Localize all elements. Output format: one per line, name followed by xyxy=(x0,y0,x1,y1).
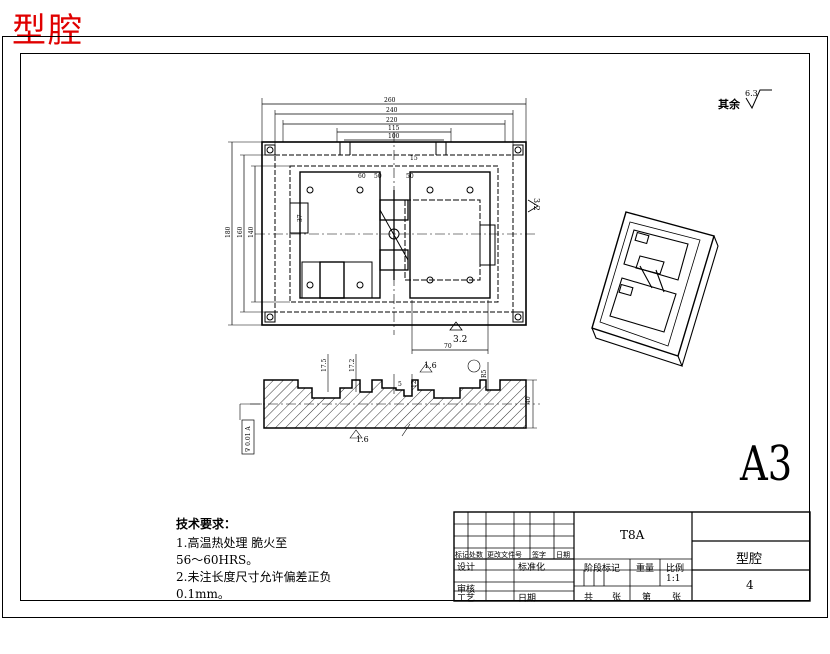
page-title: 型腔 xyxy=(12,11,84,51)
roughness-right: 3.2 xyxy=(532,198,541,211)
surface-note-value: 6.3 xyxy=(745,89,758,98)
tb-label-sheets2: 张 xyxy=(672,593,682,603)
dim-240: 240 xyxy=(386,107,398,114)
tech-requirement-line: 0.1mm。 xyxy=(176,587,230,601)
tb-label-count: 处数 xyxy=(469,551,483,559)
dim-260: 260 xyxy=(384,97,396,104)
material-label: T8A xyxy=(620,528,645,542)
tb-label-mark: 标记 xyxy=(455,551,469,559)
roughness-right-symbol xyxy=(527,199,539,213)
dim-inner-50: 50 xyxy=(374,173,382,180)
drawing-number: 4 xyxy=(746,578,754,592)
sec-dim-12: 12 xyxy=(411,380,418,388)
dim-inner-37: 37 xyxy=(297,214,304,222)
sheet-inner-border xyxy=(20,53,810,601)
tb-label-review: 审核 xyxy=(457,585,476,595)
section-view: 17.5 17.2 1.6 12 5 R5 40 1.6 ∇ 0.01 A xyxy=(239,354,540,455)
tb-label-change-doc: 更改文件号 xyxy=(487,551,522,559)
tb-label-sheet-no: 第 xyxy=(642,593,652,603)
tb-label-design: 设计 xyxy=(457,563,476,573)
section-dimension-texts: 17.5 17.2 1.6 12 5 R5 40 1.6 xyxy=(321,358,532,444)
dim-220: 220 xyxy=(386,117,398,124)
sec-dim-17-5: 17.5 xyxy=(321,358,328,372)
surface-roughness-symbol xyxy=(745,89,772,110)
dim-100: 100 xyxy=(388,133,400,140)
dim-inner-15: 15 xyxy=(410,155,418,162)
tb-label-ratio: 比例 xyxy=(666,564,685,574)
roughness-bottom-symbol xyxy=(449,321,463,331)
part-name: 型腔 xyxy=(736,552,763,567)
sec-dim-17-2: 17.2 xyxy=(349,358,356,372)
dim-inner-50b: 50 xyxy=(406,173,414,180)
sec-dim-5: 5 xyxy=(398,381,402,388)
tb-label-standardize: 标准化 xyxy=(518,563,546,573)
tb-label-total: 共 xyxy=(584,593,594,603)
tb-label-date: 日期 xyxy=(556,551,570,559)
sec-dim-1-6: 1.6 xyxy=(424,361,437,370)
tb-label-signature: 签字 xyxy=(532,551,546,559)
tech-requirements-heading: 技术要求： xyxy=(176,517,237,531)
tb-label-weight: 重量 xyxy=(636,564,655,574)
sheet-outer-border xyxy=(2,36,828,618)
tech-requirement-line: 2.未注长度尺寸允许偏差正负 xyxy=(176,570,332,584)
plan-view xyxy=(228,98,535,354)
dim-inner-60: 60 xyxy=(358,173,366,180)
isometric-view xyxy=(591,211,719,367)
dim-140: 140 xyxy=(248,226,255,238)
tb-label-approve-date: 日期 xyxy=(518,594,537,604)
dim-bottom-70: 70 xyxy=(444,343,452,350)
surface-note-label: 其余 xyxy=(718,97,741,111)
title-block-grid xyxy=(453,511,811,602)
left-geometric-note: ∇ 0.01 A xyxy=(245,426,252,452)
cavity-right xyxy=(409,171,491,299)
tb-label-stage-mark: 阶段标记 xyxy=(584,564,621,574)
sheet-size-label: A3 xyxy=(740,436,793,492)
dim-180: 180 xyxy=(225,226,232,238)
plan-dimension-texts: 260 240 220 115 100 180 160 140 60 50 37… xyxy=(225,97,541,350)
cavity-left xyxy=(299,171,381,299)
tb-scale: 1:1 xyxy=(666,574,681,584)
tb-label-process: 工艺 xyxy=(457,594,476,604)
tech-requirement-line: 56～60HRS。 xyxy=(176,553,259,567)
tb-label-sheets: 张 xyxy=(612,593,622,603)
sec-roughness-bottom: 1.6 xyxy=(356,435,369,444)
dim-160: 160 xyxy=(237,226,244,238)
tech-requirement-line: 1.高温热处理 脆火至 xyxy=(176,536,288,550)
sec-depth-40: 40 xyxy=(525,396,532,404)
dim-115: 115 xyxy=(388,125,400,132)
sec-callout-r5: R5 xyxy=(481,369,488,378)
roughness-bottom: 3.2 xyxy=(453,335,467,345)
